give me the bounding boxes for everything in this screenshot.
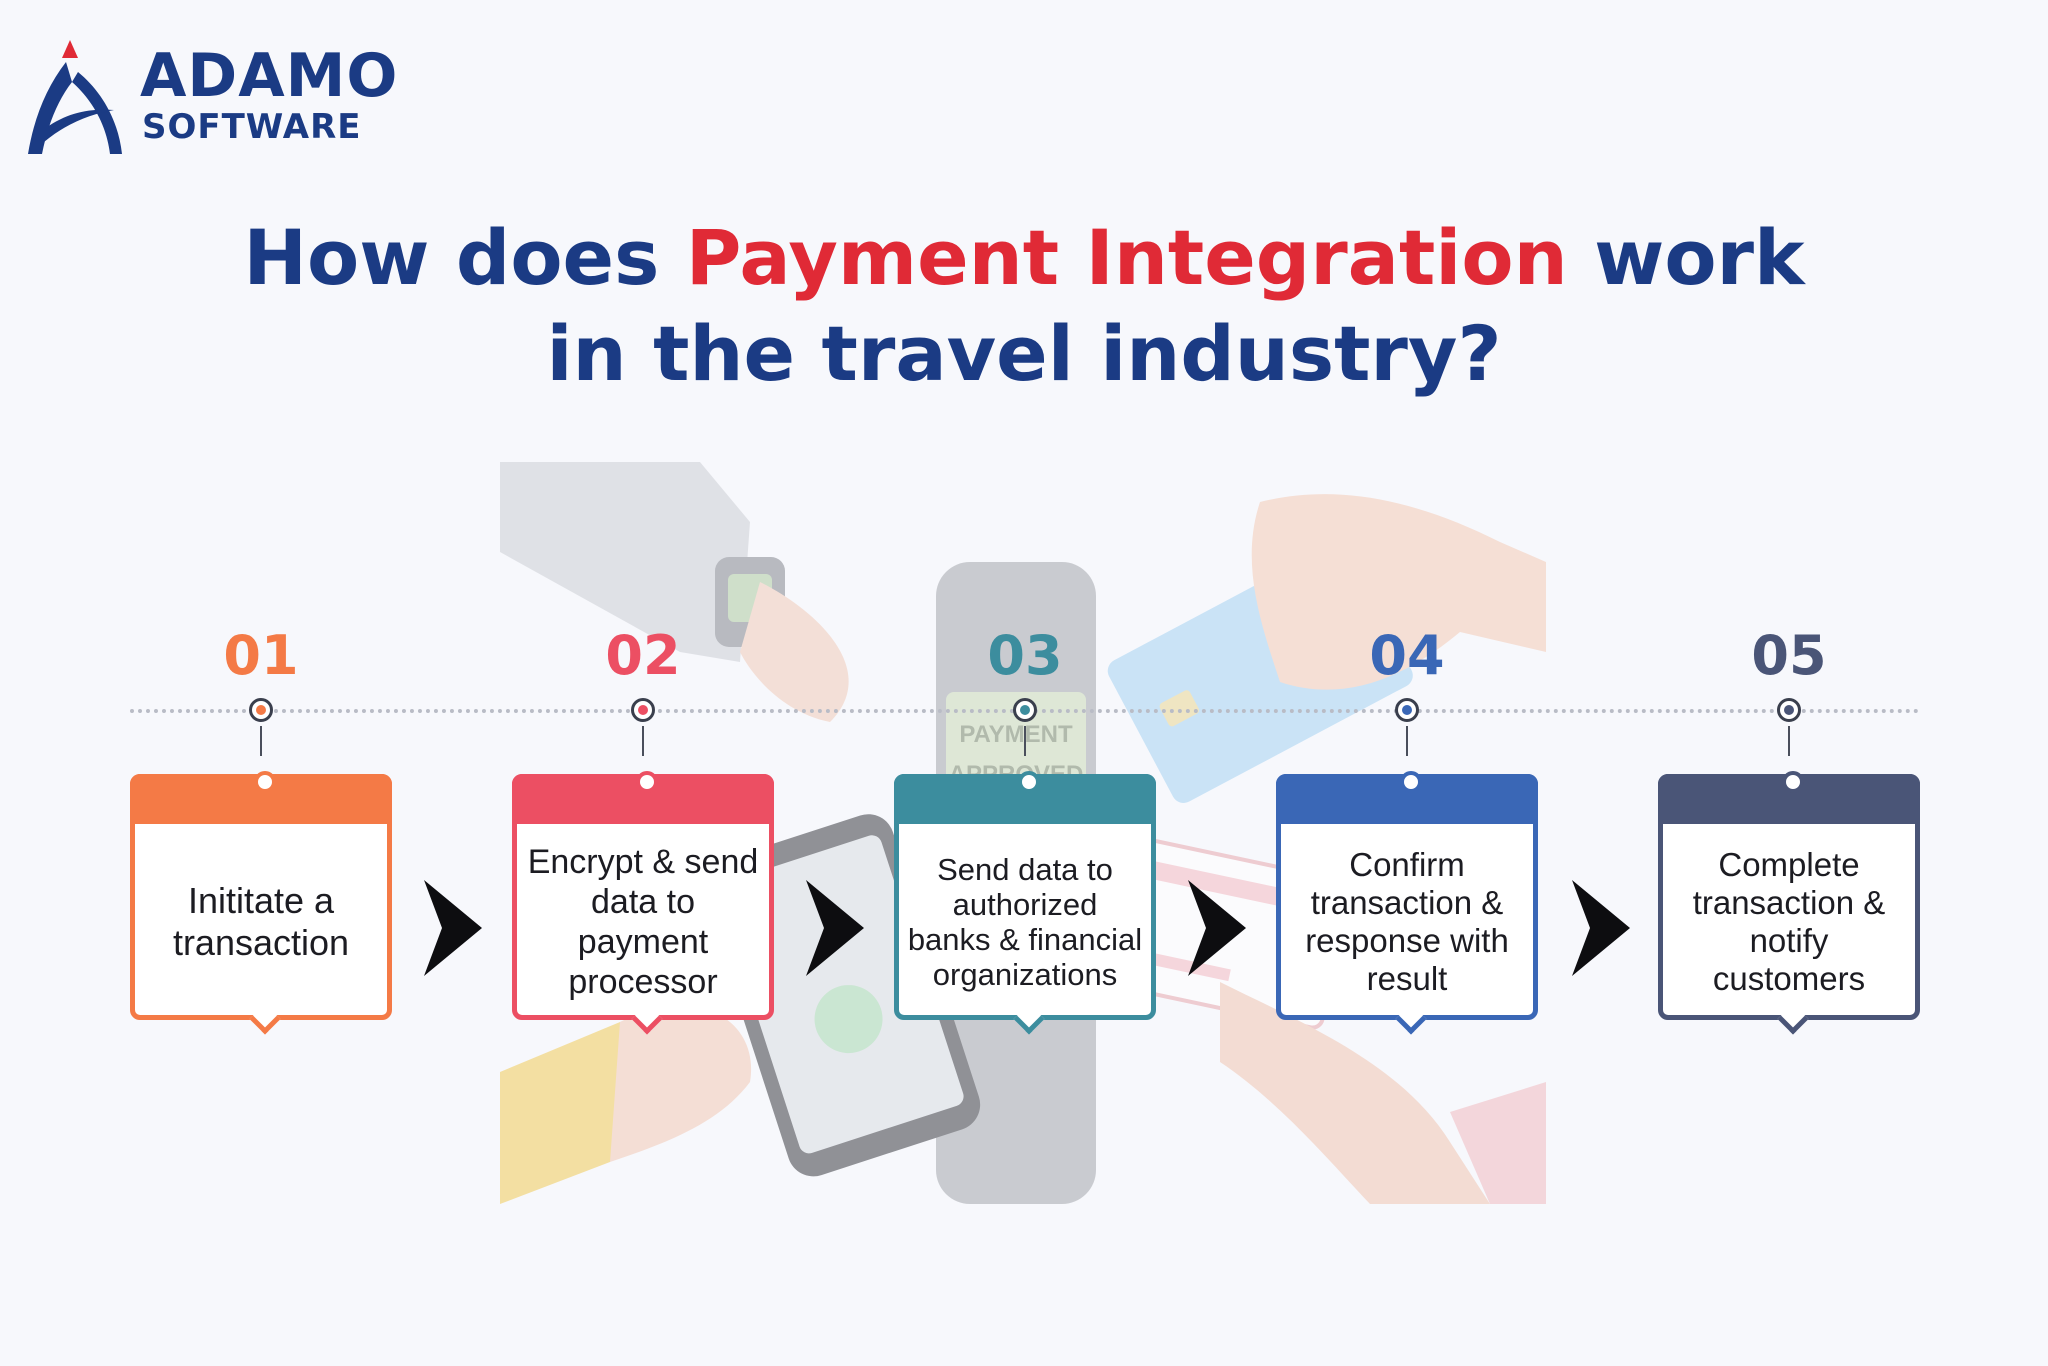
logo-text-adamo: ADAMO <box>140 41 399 111</box>
step-number: 01 <box>223 624 299 687</box>
title-line-2: in the travel industry? <box>546 309 1502 398</box>
step-card: Encrypt & send data to payment processor <box>512 771 774 1035</box>
timeline-marker <box>631 698 655 722</box>
timeline-connector <box>260 726 262 756</box>
chevron-right-icon <box>1572 880 1630 976</box>
step-label: Send data to authorized banks & financia… <box>907 852 1143 992</box>
timeline-marker <box>1013 698 1037 722</box>
step-number: 04 <box>1369 624 1445 687</box>
timeline-connector <box>1788 726 1790 756</box>
timeline-marker <box>1395 698 1419 722</box>
chevron-right-icon <box>1188 880 1246 976</box>
timeline-connector <box>642 726 644 756</box>
step-label: Inititate a transaction <box>172 880 350 963</box>
step-card-hole <box>254 771 276 793</box>
step-card: Confirm transaction & response with resu… <box>1276 771 1538 1035</box>
step-card-hole <box>1018 771 1040 793</box>
step-label: Complete transaction & notify customers <box>1692 846 1886 997</box>
timeline-marker <box>249 698 273 722</box>
chevron-right-icon <box>424 880 482 976</box>
title-part-2: work <box>1567 213 1805 302</box>
step-number: 05 <box>1751 624 1827 687</box>
step-card-hole <box>1782 771 1804 793</box>
step-card: Complete transaction & notify customers <box>1658 771 1920 1035</box>
title-accent: Payment Integration <box>685 213 1568 302</box>
timeline-connector <box>1024 726 1026 756</box>
logo-mark-icon <box>28 40 122 154</box>
timeline-marker <box>1777 698 1801 722</box>
terminal-text-1: PAYMENT <box>959 721 1073 748</box>
timeline-connector <box>1406 726 1408 756</box>
chevron-right-icon <box>806 880 864 976</box>
adamo-logo: ADAMO SOFTWARE <box>26 38 446 158</box>
step-number: 03 <box>987 624 1063 687</box>
step-number: 02 <box>605 624 681 687</box>
title-line-1: How does Payment Integration work <box>0 210 2048 306</box>
step-label: Confirm transaction & response with resu… <box>1305 846 1509 997</box>
logo-text-software: SOFTWARE <box>142 107 362 147</box>
step-card: Send data to authorized banks & financia… <box>894 771 1156 1035</box>
step-card: Inititate a transaction <box>130 771 392 1035</box>
step-card-hole <box>1400 771 1422 793</box>
title-part-1: How does <box>243 213 686 302</box>
step-label: Encrypt & send data to payment processor <box>527 843 759 1001</box>
step-card-hole <box>636 771 658 793</box>
page-title: How does Payment Integration work in the… <box>0 210 2048 402</box>
